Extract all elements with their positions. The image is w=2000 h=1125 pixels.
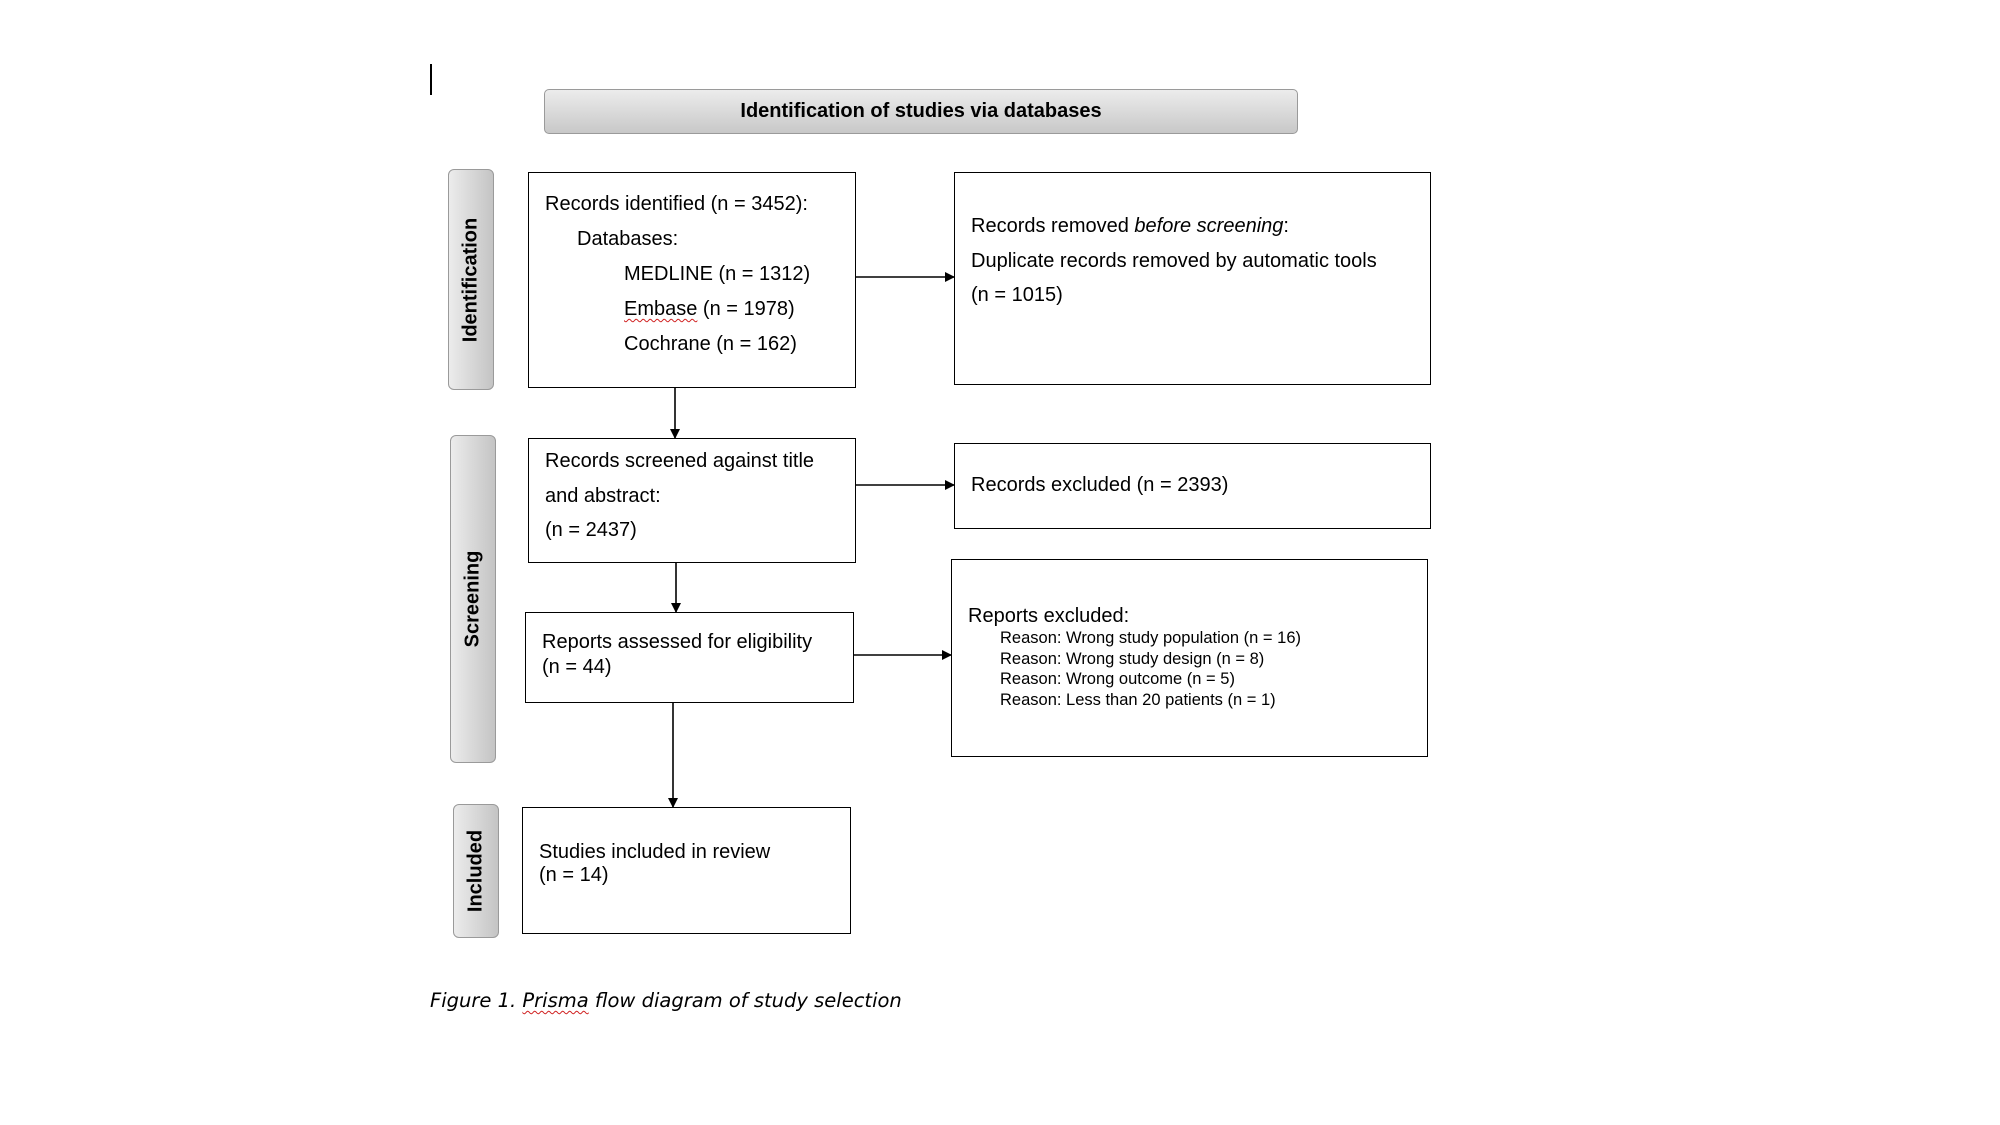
reports-assessed-box: Reports assessed for eligibility (n = 44… [525,612,854,703]
records-identified-total: Records identified (n = 3452): [545,193,808,215]
diagram-header: Identification of studies via databases [544,89,1298,134]
phase-screening: Screening [450,435,496,763]
records-removed-prefix: Records removed [971,215,1135,237]
records-screened-line2: and abstract: [545,485,661,507]
exclusion-reason: Reason: Wrong outcome (n = 5) [1000,670,1235,688]
duplicates-removed-label: Duplicate records removed by automatic t… [971,250,1377,272]
studies-included-count: (n = 14) [539,864,609,886]
cochrane-count: Cochrane (n = 162) [624,333,797,355]
figure-caption-suffix: flow diagram of study selection [588,989,902,1012]
reports-excluded-title: Reports excluded: [968,605,1130,627]
diagram-header-title: Identification of studies via databases [740,100,1102,122]
reports-assessed-count: (n = 44) [542,656,612,678]
exclusion-reason: Reason: Wrong study design (n = 8) [1000,650,1265,668]
records-excluded-box: Records excluded (n = 2393) [954,443,1431,529]
records-removed-box: Records removed before screening: Duplic… [954,172,1431,385]
records-identified-box: Records identified (n = 3452): Databases… [528,172,856,388]
databases-label: Databases: [577,228,679,250]
exclusion-reason: Reason: Wrong study population (n = 16) [1000,629,1302,647]
figure-caption-prefix: Figure 1. [430,989,523,1012]
records-removed-heading: Records removed before screening: [971,215,1289,238]
phase-included-label: Included [464,829,487,913]
records-screened-box: Records screened against title and abstr… [528,438,856,563]
records-screened-line1: Records screened against title [545,450,815,472]
medline-count: MEDLINE (n = 1312) [624,263,811,285]
text-cursor [430,64,432,95]
embase-number: (n = 1978) [697,298,795,320]
records-screened-count: (n = 2437) [545,519,637,541]
studies-included-label: Studies included in review [539,841,771,863]
phase-screening-label: Screening [461,550,484,648]
phase-identification-label: Identification [459,217,482,342]
exclusion-reason: Reason: Less than 20 patients (n = 1) [1000,691,1276,709]
embase-name: Embase [624,298,698,320]
embase-count: Embase (n = 1978) [624,298,795,321]
records-removed-italic: before screening [1134,215,1284,237]
records-excluded-count: Records excluded (n = 2393) [971,474,1229,496]
figure-caption-spellcheck-word: Prisma [522,989,589,1012]
reports-excluded-box: Reports excluded: Reason: Wrong study po… [951,559,1428,757]
phase-included: Included [453,804,499,938]
figure-caption: Figure 1. Prisma flow diagram of study s… [430,989,902,1012]
phase-identification: Identification [448,169,494,390]
records-removed-suffix: : [1283,215,1289,237]
duplicates-removed-count: (n = 1015) [971,284,1063,306]
studies-included-box: Studies included in review (n = 14) [522,807,851,934]
reports-assessed-label: Reports assessed for eligibility [542,631,813,653]
